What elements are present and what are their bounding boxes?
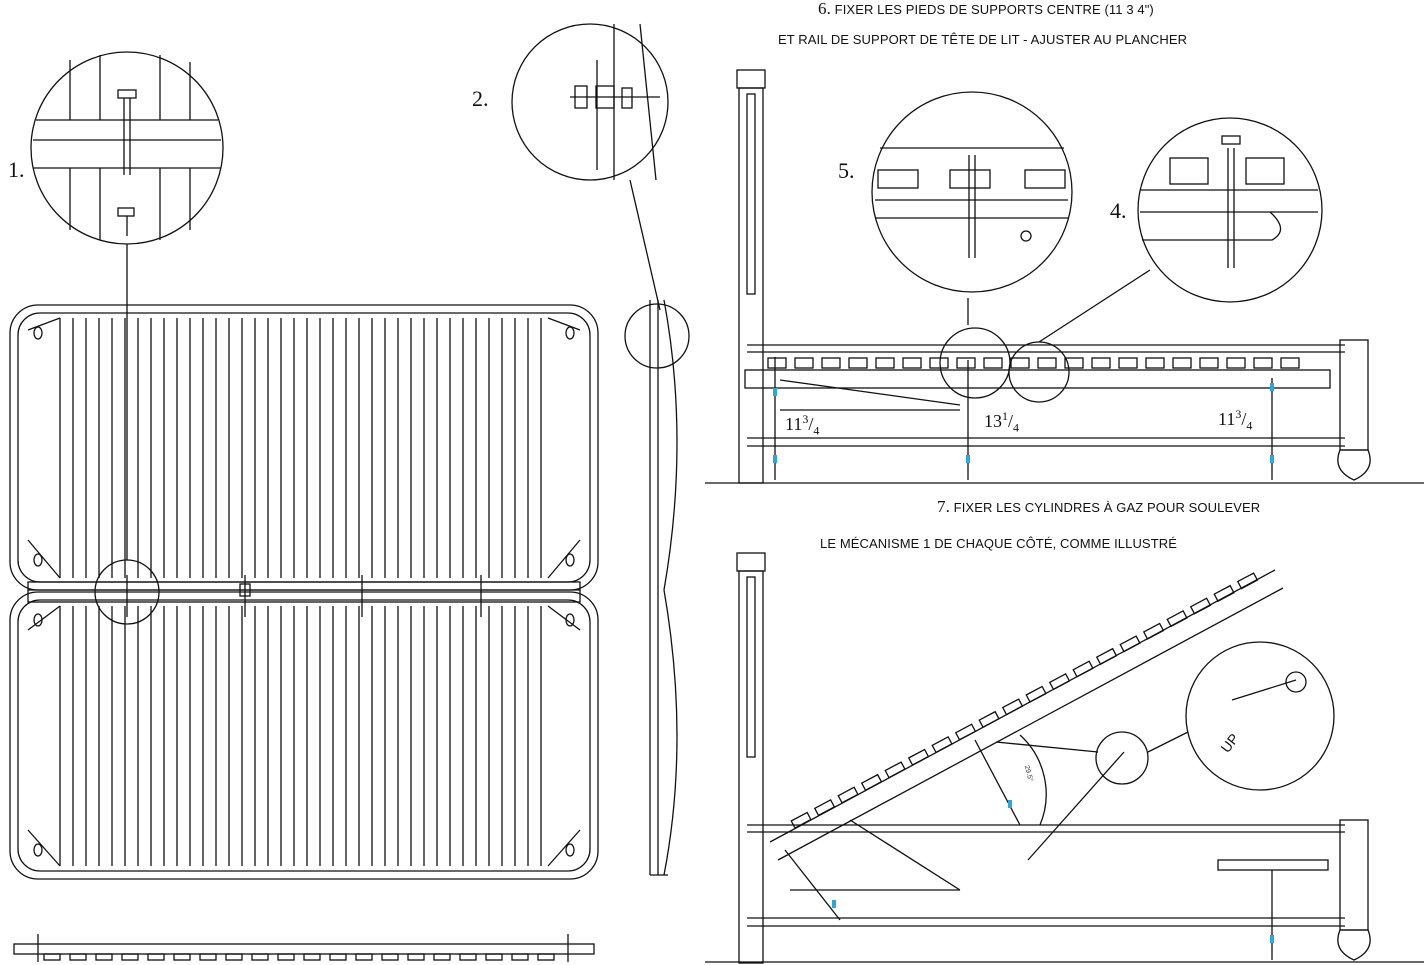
detail-1	[30, 51, 224, 245]
frame-side-view	[13, 934, 595, 962]
dim1-den: 4	[813, 423, 820, 438]
step6-caption-line2: ET RAIL DE SUPPORT DE TÊTE DE LIT - AJUS…	[778, 32, 1188, 47]
detail-5	[871, 91, 1073, 293]
dim3-num: 3	[1235, 407, 1242, 421]
step-1-label: 1.	[8, 157, 25, 182]
step7-elevation	[705, 552, 1424, 964]
step7-caption-line1: 7. FIXER LES CYLINDRES À GAZ POUR SOULEV…	[937, 497, 1260, 517]
dim2-den: 4	[1013, 420, 1020, 435]
step-4-label: 4.	[1110, 198, 1127, 223]
dim1-num: 3	[802, 412, 809, 426]
dimension-left: 113/4	[785, 412, 820, 438]
frame-top-view	[9, 244, 599, 880]
step-5-label: 5.	[838, 158, 855, 183]
dim2-whole: 13	[984, 411, 1002, 431]
step7-number: 7.	[937, 497, 950, 516]
detail-2	[511, 23, 690, 876]
dim3-whole: 11	[1218, 409, 1236, 429]
slats-lower	[59, 606, 542, 866]
step7-text: FIXER LES CYLINDRES À GAZ POUR SOULEVER	[953, 500, 1261, 515]
step6-number: 6.	[818, 0, 831, 18]
step6-caption-line1: 6. FIXER LES PIEDS DE SUPPORTS CENTRE (1…	[818, 0, 1154, 19]
detail-4	[1137, 117, 1323, 303]
step7-caption-line2: LE MÉCANISME 1 DE CHAQUE CÔTÉ, COMME ILL…	[820, 536, 1178, 551]
dim3-den: 4	[1246, 418, 1253, 433]
step6-elevation	[705, 69, 1424, 484]
dim1-whole: 11	[785, 414, 803, 434]
dimension-center: 131/4	[984, 409, 1020, 435]
step-2-label: 2.	[472, 86, 489, 111]
dimension-right: 113/4	[1218, 407, 1253, 433]
accent-markers	[773, 383, 1274, 943]
dim2-num: 1	[1002, 409, 1008, 423]
step6-text: FIXER LES PIEDS DE SUPPORTS CENTRE (11 3…	[834, 2, 1154, 17]
slats-upper	[59, 318, 542, 578]
